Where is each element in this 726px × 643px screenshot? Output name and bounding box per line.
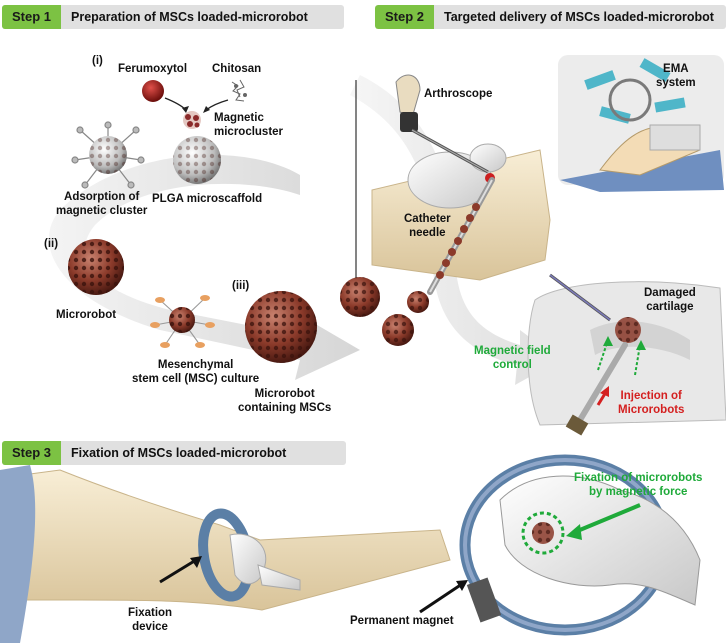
- damaged-cartilage-model: [527, 273, 726, 436]
- label-adsorption: Adsorption of magnetic cluster: [56, 191, 148, 217]
- label-microrobot: Microrobot: [56, 309, 117, 321]
- ema-system: [558, 55, 724, 192]
- label-i: (i): [92, 55, 103, 67]
- step2-title: Targeted delivery of MSCs loaded-microro…: [444, 10, 714, 24]
- microrobot-sphere: [68, 239, 124, 295]
- label-chitosan: Chitosan: [212, 63, 262, 75]
- label-msc-culture: Mesenchymal stem cell (MSC) culture: [132, 359, 260, 385]
- label-fixation-device: Fixation device: [128, 607, 173, 633]
- step3-badge: Step 3: [2, 441, 62, 465]
- label-damaged-cartilage: Damaged cartilage: [644, 287, 696, 313]
- label-ii: (ii): [44, 238, 59, 250]
- step2-header: Step 2 Targeted delivery of MSCs loaded-…: [375, 5, 726, 29]
- step2-badge: Step 2: [375, 5, 435, 29]
- label-permanent-magnet: Permanent magnet: [350, 615, 454, 627]
- step3-header: Step 3 Fixation of MSCs loaded-microrobo…: [2, 441, 346, 465]
- label-fixation-force: Fixation of microrobots by magnetic forc…: [574, 472, 703, 498]
- step3-title: Fixation of MSCs loaded-microrobot: [71, 446, 287, 460]
- label-iii: (iii): [232, 280, 250, 292]
- step1-header: Step 1 Preparation of MSCs loaded-micror…: [2, 5, 344, 29]
- microrobot-trail: [340, 277, 429, 346]
- label-arthroscope: Arthroscope: [424, 88, 493, 100]
- process-flow-arrow: [48, 154, 361, 380]
- label-plga: PLGA microscaffold: [152, 193, 263, 205]
- label-magnetic-microcluster: Magnetic microcluster: [214, 112, 284, 138]
- magnetic-microcluster: [183, 111, 201, 129]
- ferumoxytol-particle: [142, 80, 164, 102]
- label-ema-system: EMA system: [656, 63, 696, 89]
- microrobot-with-mscs: [245, 291, 317, 363]
- arrow-chitosan: [205, 99, 229, 111]
- adsorbed-scaffold: [71, 121, 145, 189]
- msc-culture: [150, 295, 215, 348]
- label-ferumoxytol: Ferumoxytol: [118, 63, 188, 75]
- leg-with-device: [0, 465, 451, 643]
- label-magnetic-field-control: Magnetic field control: [474, 345, 551, 371]
- arthroscope: [395, 74, 489, 174]
- arrow-permanent-magnet: [419, 582, 463, 614]
- arrow-magnetic-force: [574, 503, 641, 534]
- plga-microscaffold: [173, 136, 221, 184]
- step1-badge: Step 1: [2, 5, 62, 29]
- magnet-ring-knee: [459, 454, 701, 636]
- label-microrobot-msc: Microrobot containing MSCs: [238, 388, 332, 414]
- catheter-needle: [427, 177, 495, 295]
- step1-title: Preparation of MSCs loaded-microrobot: [71, 10, 308, 24]
- label-catheter-needle: Catheter needle: [404, 213, 451, 239]
- label-injection: Injection of Microrobots: [618, 390, 685, 416]
- knee-model: [371, 143, 551, 281]
- chitosan-molecule: [231, 79, 247, 102]
- arrow-fixation-device: [159, 558, 197, 584]
